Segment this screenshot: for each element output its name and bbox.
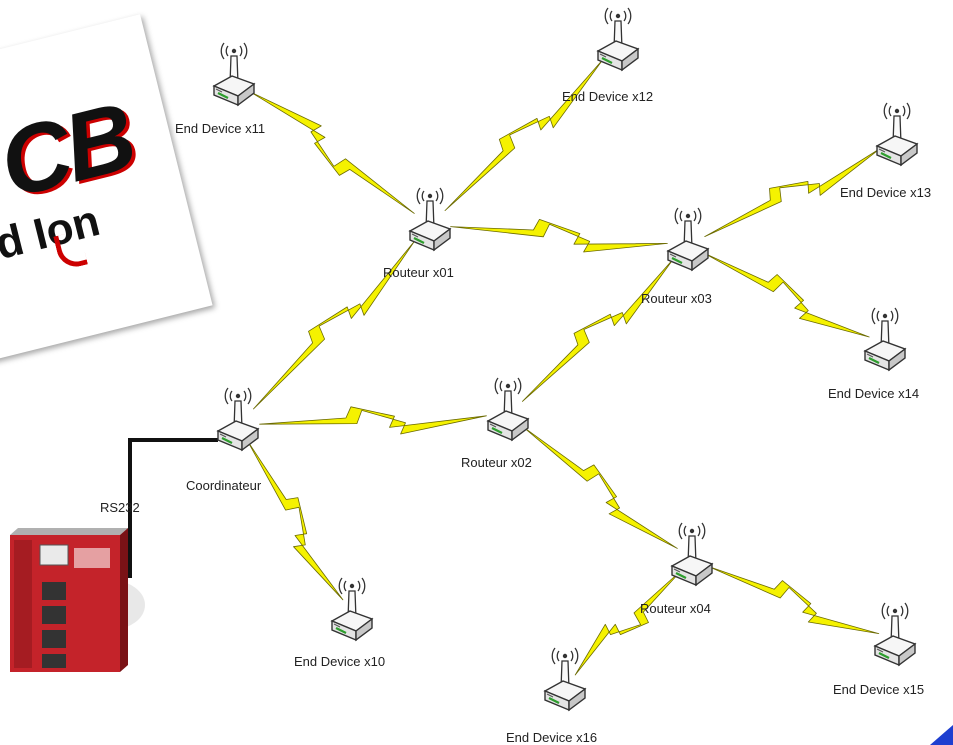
node-label-end-device-x10: End Device x10: [294, 654, 386, 669]
wireless-link-r03-e14: [703, 252, 870, 338]
node-label-routeur-x04: Routeur x04: [640, 601, 711, 616]
wireless-link-coordinator-r02: [259, 406, 487, 435]
wireless-link-r01-e11: [249, 91, 415, 214]
node-icon-r04: [670, 522, 714, 587]
node-icon-e12: [596, 7, 640, 72]
rs232-cable: [128, 438, 218, 578]
corner-graphic-fragment: [930, 725, 953, 745]
wireless-link-r04-e15: [707, 566, 880, 634]
node-label-routeur-x03: Routeur x03: [641, 291, 712, 306]
node-label-end-device-x15: End Device x15: [833, 682, 925, 697]
rs232-label: RS232: [100, 500, 140, 515]
wireless-link-r02-r04: [522, 426, 678, 549]
serial-gateway-device: [10, 528, 145, 672]
node-label-end-device-x11: End Device x11: [175, 121, 266, 136]
wireless-links: [246, 59, 881, 676]
node-icon-r03: [666, 207, 710, 272]
node-label-end-device-x14: End Device x14: [828, 386, 920, 401]
node-icon-e10: [330, 577, 374, 642]
node-icon-e16: [543, 647, 587, 712]
node-label-routeur-x01: Routeur x01: [383, 265, 454, 280]
wireless-link-r04-e16: [574, 569, 683, 676]
wireless-link-r01-e12: [444, 59, 604, 212]
node-icon-coordinator: [216, 387, 260, 452]
node-label-end-device-x16: End Device x16: [506, 730, 598, 745]
node-icon-e15: [873, 602, 917, 667]
node-label-end-device-x13: End Device x13: [840, 185, 932, 200]
node-icon-e11: [212, 42, 256, 107]
node-icon-e14: [863, 307, 907, 372]
node-icon-r02: [486, 377, 530, 442]
network-nodes: [212, 7, 919, 712]
node-icon-e13: [875, 102, 919, 167]
node-label-coordinator: Coordinateur: [186, 478, 262, 493]
node-icon-r01: [408, 187, 452, 252]
wireless-link-coordinator-e10: [246, 439, 344, 601]
wireless-link-r01-r03: [450, 218, 668, 253]
wireless-link-r02-r03: [522, 258, 674, 402]
node-label-routeur-x02: Routeur x02: [461, 455, 532, 470]
node-label-end-device-x12: End Device x12: [562, 89, 654, 104]
